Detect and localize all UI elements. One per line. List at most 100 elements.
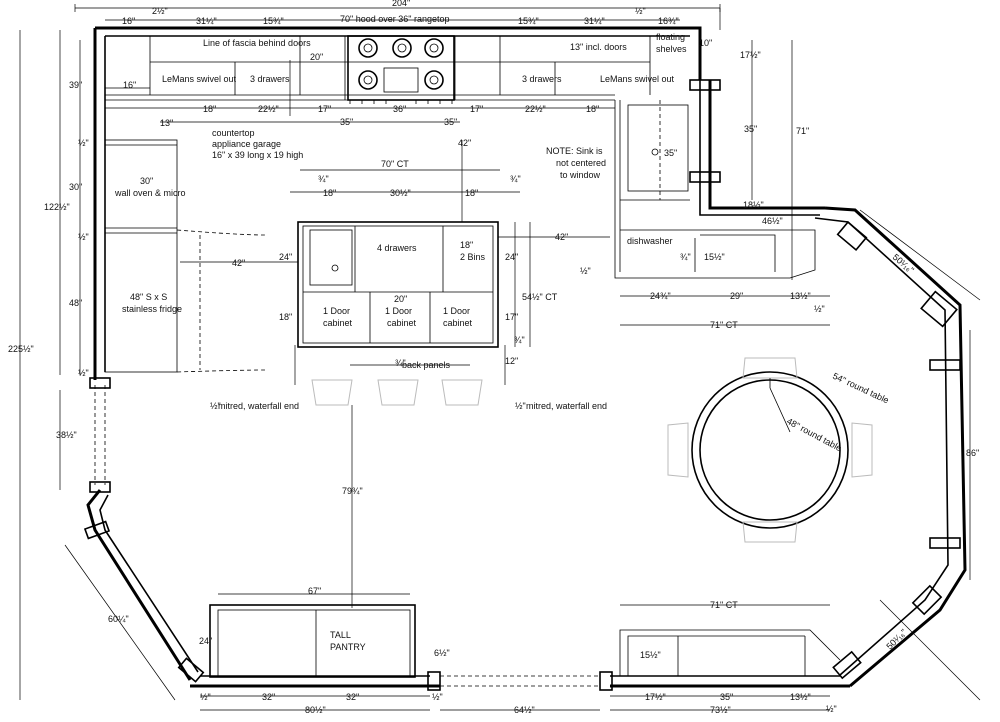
dim-29: 29" <box>730 291 743 301</box>
lemans-right-label: LeMans swivel out <box>600 74 675 84</box>
dim-20b: 20" <box>394 294 407 304</box>
dim-122: 122½" <box>44 202 70 212</box>
dim-17b: 17" <box>470 104 483 114</box>
dim-31a: 31¼" <box>196 16 217 26</box>
dim-18a: 18" <box>203 104 216 114</box>
door3-label-a: 1 Door <box>443 306 470 316</box>
dim-half-e: ½" <box>515 401 526 411</box>
dim-32a: 32" <box>262 692 275 702</box>
fascia-label: Line of fascia behind doors <box>203 38 311 48</box>
dim-16c: 16" <box>123 80 136 90</box>
dim-18e: 18" <box>279 312 292 322</box>
stools <box>311 379 483 406</box>
dim-38: 38½" <box>56 430 77 440</box>
dim-204: 204" <box>392 0 410 8</box>
lemans-left-label: LeMans swivel out <box>162 74 237 84</box>
note-label-2: not centered <box>556 158 606 168</box>
garage-label-2: appliance garage <box>212 139 281 149</box>
dim-34a: ¾" <box>318 174 329 184</box>
dim-half-b: ½" <box>78 232 89 242</box>
dim-half-g: ½" <box>814 304 825 314</box>
dim-35c: 35" <box>744 124 757 134</box>
dim-18c: 18" <box>323 188 336 198</box>
burner <box>358 38 444 93</box>
dim-70ct: 70" CT <box>381 159 409 169</box>
note-label-3: to window <box>560 170 601 180</box>
dim-225: 225½" <box>8 344 34 354</box>
dimension-text: 204" 2½" 16" 31¼" 15¾" 15¾" 31¼" 16¾" ½"… <box>8 0 979 715</box>
dim-30b: 30½" <box>390 188 411 198</box>
dim-half-d: ½" <box>210 401 221 411</box>
mitred-right-label: mitred, waterfall end <box>526 401 607 411</box>
pantry <box>209 604 416 678</box>
oven-label-1: 30" <box>140 176 153 186</box>
dim-71a: 71" <box>796 126 809 136</box>
drawers4-label: 4 drawers <box>377 243 417 253</box>
dim-16b: 16¾" <box>658 16 679 26</box>
dim-17-5b: 17½" <box>645 692 666 702</box>
bins-label-1: 18" <box>460 240 473 250</box>
dim-13b: 13½" <box>790 291 811 301</box>
dim-64: 64½" <box>514 705 535 715</box>
door1-label-a: 1 Door <box>323 306 350 316</box>
dim-half-h: ½" <box>200 692 211 702</box>
dim-12: 12" <box>505 356 518 366</box>
dim-18-5: 18½" <box>743 200 764 210</box>
dim-half-c: ½" <box>78 368 89 378</box>
bins-label-2: 2 Bins <box>460 252 486 262</box>
dim-2half: 2½" <box>152 6 168 16</box>
door3-label-b: cabinet <box>443 318 473 328</box>
dim-67: 67" <box>308 586 321 596</box>
dim-34e: ¾" <box>680 252 691 262</box>
dim-15c: 15½" <box>704 252 725 262</box>
dim-54ct: 54½" CT <box>522 292 558 302</box>
mitred-left-label: mitred, waterfall end <box>218 401 299 411</box>
dim-22a: 22½" <box>258 104 279 114</box>
dim-35b: 35" <box>444 117 457 127</box>
pantry-label-1: TALL <box>330 630 351 640</box>
table54-label: 54" round table <box>831 371 890 406</box>
dim-24a: 24" <box>279 252 292 262</box>
dishwasher-label: dishwasher <box>627 236 673 246</box>
dim-71ct-b: 71" CT <box>710 600 738 610</box>
hood-label: 70" hood over 36" rangetop <box>340 14 449 24</box>
dim-34b: ¾" <box>510 174 521 184</box>
dim-35d: 35" <box>720 692 733 702</box>
dim-half-top: ½" <box>635 6 646 16</box>
dim-79: 79¾" <box>342 486 363 496</box>
floating-label-1: floating <box>656 32 685 42</box>
back-counter <box>105 35 651 104</box>
dim-6: 6½" <box>434 648 450 658</box>
drawers-right-label: 3 drawers <box>522 74 562 84</box>
door2-label-b: cabinet <box>387 318 417 328</box>
pantry-label-2: PANTRY <box>330 642 366 652</box>
dim-16a: 16" <box>122 16 135 26</box>
bottom-right-cabinet <box>619 629 841 676</box>
doors13-label: 13" incl. doors <box>570 42 627 52</box>
garage-label-1: countertop <box>212 128 255 138</box>
dim-18d: 18" <box>465 188 478 198</box>
floating-label-2: shelves <box>656 44 687 54</box>
dim-10: 10" <box>699 38 712 48</box>
dim-39: 39" <box>69 80 82 90</box>
garage-label-3: 16" x 39 long x 19 high <box>212 150 303 160</box>
dim-48: 48" <box>69 298 82 308</box>
dim-42-vert: 42" <box>458 138 471 148</box>
dim-42-island: 42" <box>555 232 568 242</box>
dim-half-a: ½" <box>78 138 89 148</box>
dim-24c: 24¾" <box>650 291 671 301</box>
fridge-label-2: stainless fridge <box>122 304 182 314</box>
dim-71ct-a: 71" CT <box>710 320 738 330</box>
dim-22b: 22½" <box>525 104 546 114</box>
oven-label-2: wall oven & micro <box>114 188 186 198</box>
drawers-left-label: 3 drawers <box>250 74 290 84</box>
dim-36: 36" <box>393 104 406 114</box>
dim-17-5: 17½" <box>740 50 761 60</box>
dim-60: 60¼" <box>108 614 129 624</box>
dim-34c: ¾" <box>514 335 525 345</box>
dim-86: 86" <box>966 448 979 458</box>
backpanels-label: back panels <box>402 360 451 370</box>
note-label-1: NOTE: Sink is <box>546 146 603 156</box>
door2-label-a: 1 Door <box>385 306 412 316</box>
